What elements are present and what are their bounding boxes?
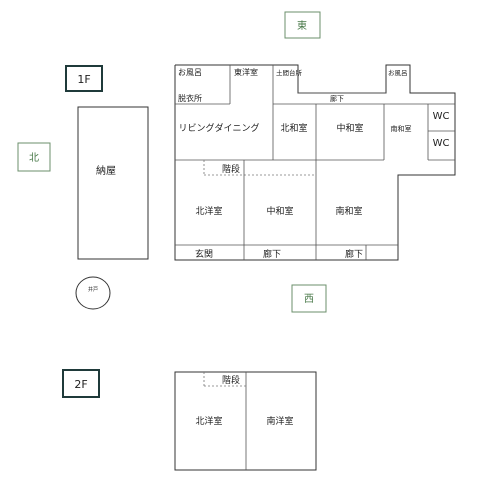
stairs-1f: 階段 — [222, 163, 240, 175]
compass-west: 西 — [291, 284, 327, 313]
room-doma-daidokoro: 土間台所 — [276, 68, 303, 77]
room-naka-washitsu: 中和室 — [336, 122, 363, 134]
room-minami-washitsu-small: 南和室 — [391, 124, 412, 133]
room-living: リビングダイニング — [178, 122, 259, 134]
room-naya-label: 納屋 — [96, 164, 116, 177]
compass-east-label: 東 — [297, 19, 307, 32]
room-wc-1: WC — [433, 111, 450, 122]
room-ofuro-2: お風呂 — [388, 69, 408, 77]
compass-north: 北 — [17, 142, 51, 172]
room-east-youshitsu: 東洋室 — [234, 67, 258, 77]
floor1-label-box: 1F — [65, 65, 103, 92]
room-naya: 納屋 — [77, 106, 149, 260]
well: 井戸 — [75, 276, 111, 310]
room-north-washitsu: 北和室 — [280, 122, 307, 134]
room-genkan: 玄関 — [195, 248, 213, 260]
room-datsuijo: 脱衣所 — [178, 93, 202, 103]
room-2f-minami-youshitsu: 南洋室 — [266, 415, 293, 427]
room-rouka-2: 廊下 — [345, 248, 363, 260]
floor2-plan: 階段 北洋室 南洋室 — [174, 371, 317, 471]
room-minami-washitsu: 南和室 — [335, 205, 362, 217]
compass-east: 東 — [284, 11, 321, 39]
floor1-label: 1F — [77, 73, 90, 86]
room-2f-north-youshitsu: 北洋室 — [195, 415, 222, 427]
floor2-label-box: 2F — [62, 369, 100, 398]
floor2-label: 2F — [74, 378, 87, 391]
room-north-youshitsu: 北洋室 — [195, 205, 222, 217]
well-label: 井戸 — [88, 286, 98, 293]
room-wc-2: WC — [433, 138, 450, 149]
room-rouka-1: 廊下 — [263, 248, 281, 260]
room-ofuro: お風呂 — [178, 68, 202, 77]
compass-north-label: 北 — [29, 152, 39, 164]
compass-west-label: 西 — [304, 294, 314, 305]
stairs-2f: 階段 — [222, 374, 240, 386]
room-rouka-top: 廊下 — [330, 94, 344, 103]
room-naka-washitsu-2: 中和室 — [266, 205, 293, 217]
floor1-plan: お風呂 東洋室 土間台所 お風呂 脱衣所 廊下 WC WC リビングダイニング … — [174, 64, 456, 261]
